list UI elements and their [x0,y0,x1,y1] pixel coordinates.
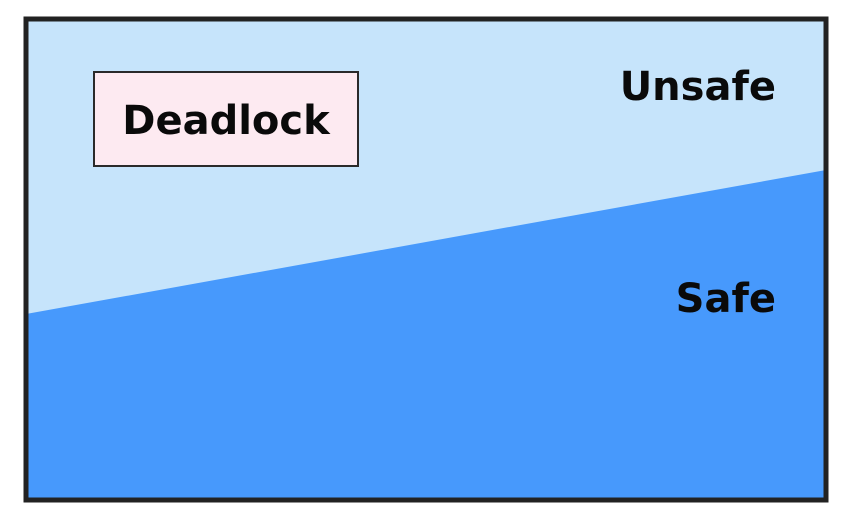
safe-label: Safe [676,276,776,322]
deadlock-label: Deadlock [122,98,331,144]
deadlock-box [93,71,359,167]
unsafe-label: Unsafe [620,64,776,110]
frame-border [23,16,829,503]
safe-region [26,170,826,500]
